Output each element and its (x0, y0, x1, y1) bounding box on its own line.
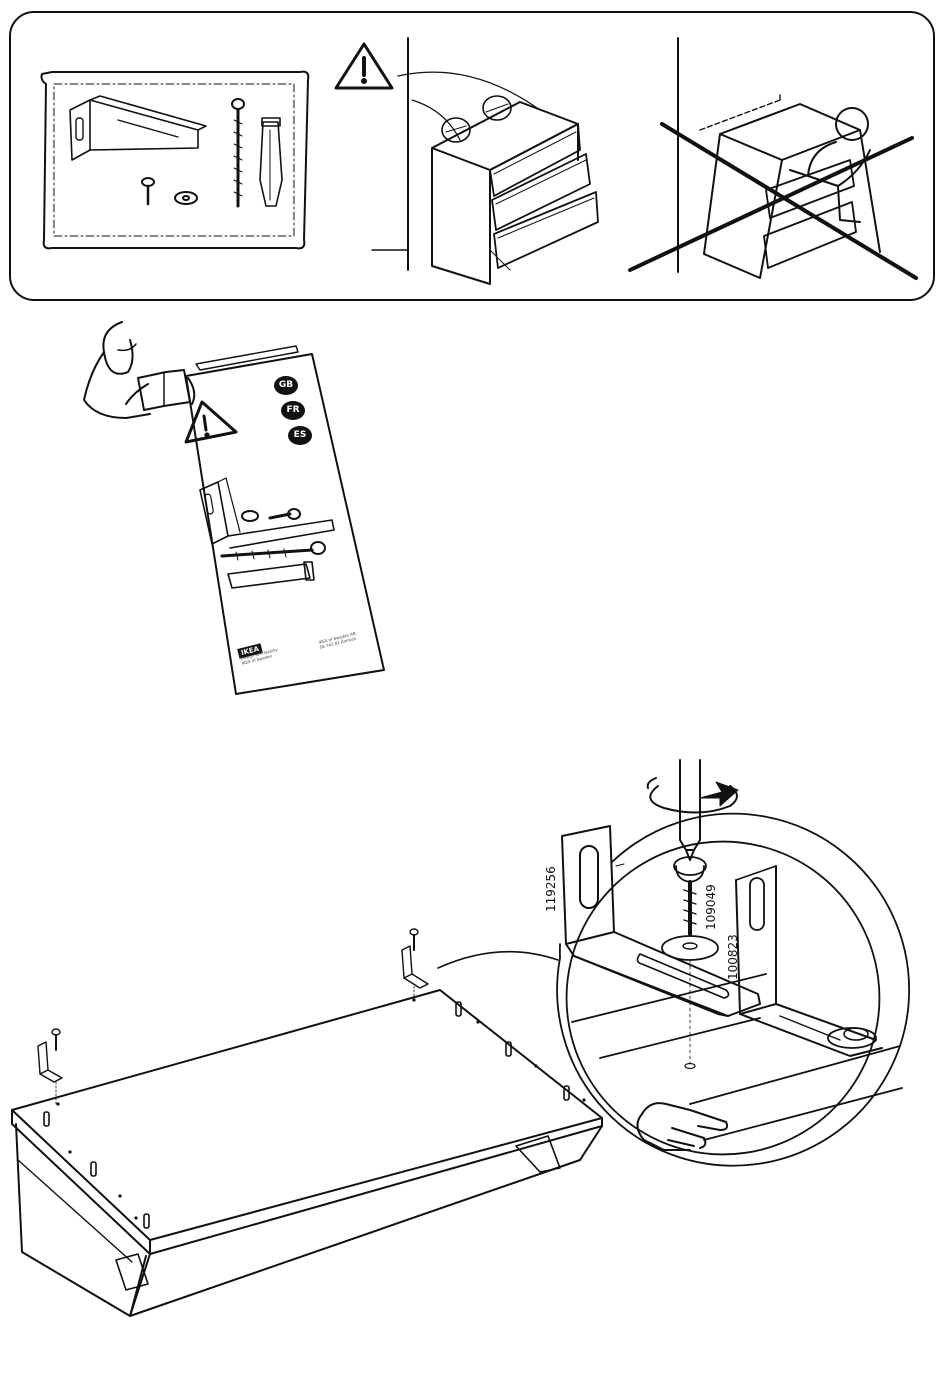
language-badge-es: ES (288, 426, 312, 445)
prohibited-cross-icon (630, 124, 916, 278)
dresser-tipping-illustration (372, 38, 598, 284)
part-number-washer: 100823 (726, 934, 740, 980)
part-number-bracket: 119256 (544, 866, 558, 912)
pointing-hand-icon (637, 1103, 727, 1150)
reader-figure-illustration (84, 322, 194, 418)
language-badge-gb: GB (274, 376, 298, 395)
warning-triangle-icon (336, 44, 392, 88)
instruction-booklet (186, 346, 384, 694)
detail-mounted-callout (567, 842, 902, 1155)
prohibited-climbing-illustration (678, 38, 880, 278)
language-badge-fr: FR (281, 401, 305, 420)
hardware-bag-icon (42, 72, 309, 249)
part-number-screw: 109049 (704, 884, 718, 930)
drawer-assembly-illustration (12, 929, 602, 1316)
